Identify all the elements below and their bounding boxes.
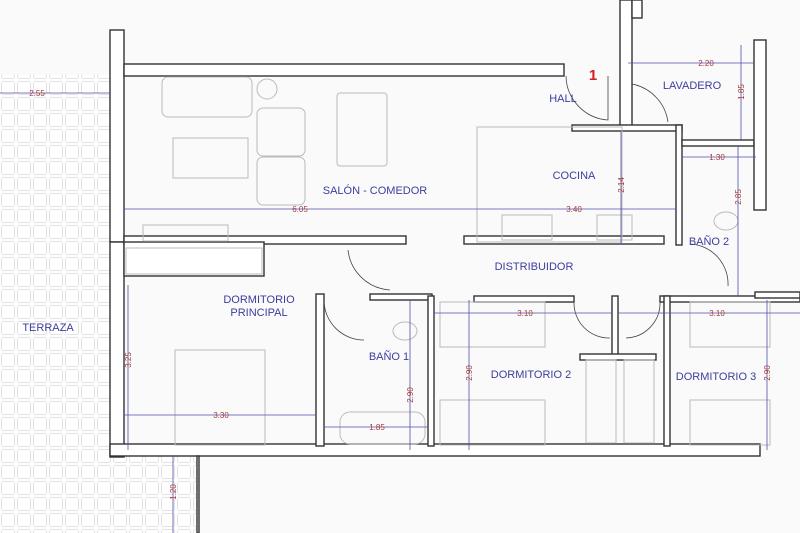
dim-terraza-width: 2.55: [29, 89, 45, 98]
dim-dorm3-depth: 2.90: [763, 365, 772, 381]
lavadero-door: [631, 83, 669, 123]
plant-icon: [256, 78, 278, 100]
room-label-distribuidor: DISTRIBUIDOR: [495, 261, 574, 273]
dim-cocina-width: 3.40: [566, 205, 582, 214]
sink-icon: [501, 214, 553, 241]
toilet-icon: [392, 321, 418, 341]
bed-icon: [439, 301, 546, 348]
entrance-marker: 1: [589, 67, 597, 84]
room-label-cocina: COCINA: [553, 170, 596, 182]
dim-dorm-principal-depth: 3.25: [124, 352, 133, 368]
sofa-icon: [161, 76, 253, 118]
closet-icon: [623, 359, 655, 444]
dim-bano1-depth: 2.90: [406, 387, 415, 403]
dim-bano1-width: 1.85: [369, 423, 385, 432]
bano1-door: [323, 299, 365, 341]
dim-bano2-width: 1.30: [709, 153, 725, 162]
dim-dorm2-depth: 2.90: [465, 365, 474, 381]
stove-icon: [596, 214, 633, 241]
room-label-dormitorio-3: DORMITORIO 3: [676, 371, 756, 383]
rug-icon: [172, 137, 249, 179]
bano2-door: [689, 243, 729, 287]
dorm3-door: [625, 301, 661, 339]
closet-icon: [585, 359, 617, 444]
kitchen-counter-icon: [476, 126, 623, 243]
room-label-hall: HALL: [549, 93, 577, 105]
dim-dorm3-width: 3.10: [709, 309, 725, 318]
toilet-icon: [713, 211, 739, 231]
tv-unit-icon: [142, 224, 229, 242]
room-label-dormitorio-principal: DORMITORIO: [223, 294, 295, 306]
entrance-door: [565, 75, 609, 121]
dim-dorm2-width: 3.10: [517, 309, 533, 318]
armchair-icon: [256, 107, 306, 157]
dim-cocina-depth: 2.14: [617, 177, 626, 193]
distribuidor-door: [347, 249, 391, 291]
dining-table-icon: [336, 92, 388, 167]
bed-icon: [439, 399, 546, 446]
room-label-terraza: TERRAZA: [22, 322, 74, 334]
dim-bano2-depth: 2.85: [734, 189, 743, 205]
dim-terraza-lower: 1.20: [169, 484, 178, 500]
armchair-icon: [256, 156, 306, 206]
dorm2-door: [573, 301, 611, 339]
room-label-dormitorio-2: DORMITORIO 2: [491, 369, 571, 381]
bathtub-icon: [339, 411, 426, 445]
doors: [323, 75, 729, 341]
dim-lavadero-depth: 1.85: [737, 84, 746, 100]
double-bed-icon: [174, 349, 266, 446]
dim-salon-width: 6.05: [292, 205, 308, 214]
dimension-labels: 2.55 6.05 3.40 2.14 2.20 1.85 1.30 2.85 …: [29, 59, 772, 500]
room-label-dormitorio-principal-2: PRINCIPAL: [230, 307, 287, 319]
walls: [109, 0, 800, 533]
bed-icon: [689, 301, 771, 348]
dimension-lines: [0, 45, 800, 533]
room-label-bano-1: BAÑO 1: [369, 350, 409, 363]
dim-lavadero-width: 2.20: [698, 59, 714, 68]
room-label-bano-2: BAÑO 2: [689, 235, 729, 248]
room-label-salon-comedor: SALÓN - COMEDOR: [323, 184, 428, 197]
dim-dorm-principal-width: 3.30: [213, 411, 229, 420]
room-label-lavadero: LAVADERO: [663, 80, 722, 92]
terrace-area: [0, 75, 197, 533]
furniture: [125, 76, 771, 446]
wardrobe-icon: [125, 247, 263, 275]
bed-icon: [689, 399, 771, 446]
